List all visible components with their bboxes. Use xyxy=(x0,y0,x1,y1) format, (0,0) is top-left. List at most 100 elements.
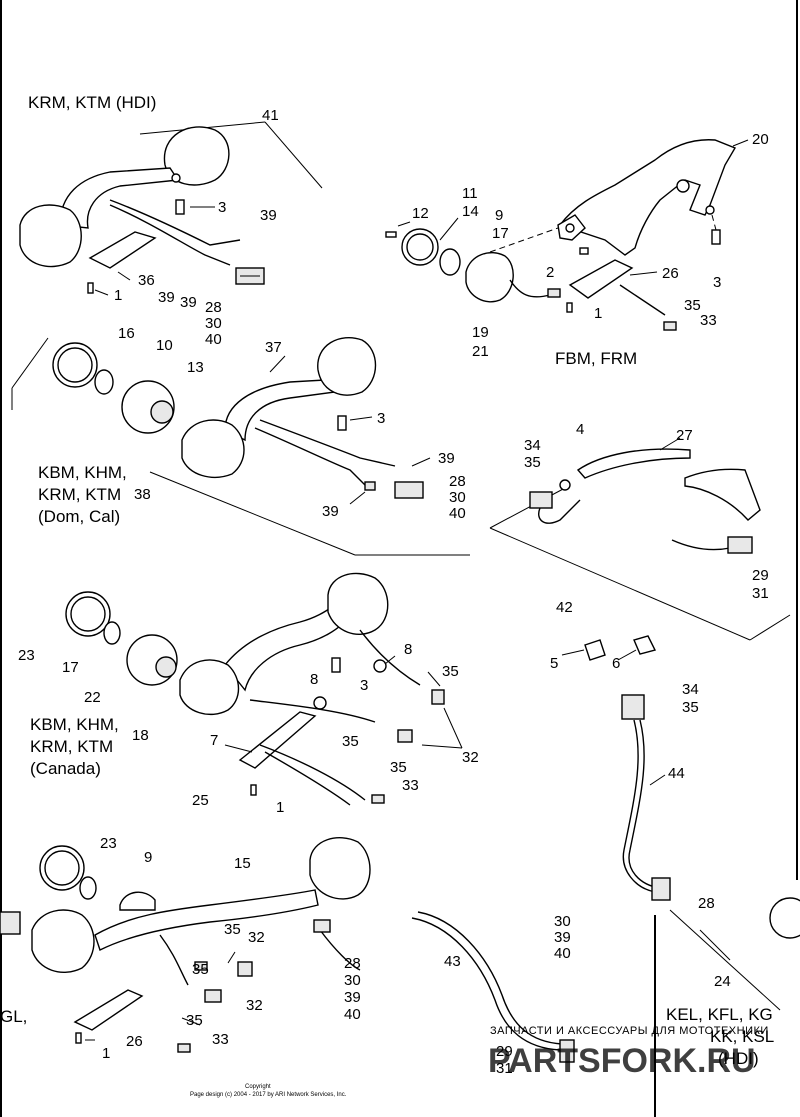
callout-28: 28 xyxy=(449,473,466,490)
group-top-right xyxy=(385,139,749,331)
callout-35: 35 xyxy=(390,759,407,776)
callout-19: 19 xyxy=(472,324,489,341)
callout-1: 1 xyxy=(276,799,284,816)
callout-27: 27 xyxy=(676,427,693,444)
callout-12: 12 xyxy=(412,205,429,222)
callout-33: 33 xyxy=(700,312,717,329)
callout-39: 39 xyxy=(438,450,455,467)
callout-23: 23 xyxy=(100,835,117,852)
callout-33: 33 xyxy=(212,1031,229,1048)
callout-3: 3 xyxy=(713,274,721,291)
callout-40: 40 xyxy=(449,505,466,522)
callout-30: 30 xyxy=(449,489,466,506)
model-label: GL, xyxy=(0,1007,27,1026)
callout-8: 8 xyxy=(310,671,318,688)
callout-17: 17 xyxy=(62,659,79,676)
callout-26: 26 xyxy=(126,1033,143,1050)
callout-1: 1 xyxy=(114,287,122,304)
callout-30: 30 xyxy=(205,315,222,332)
callout-22: 22 xyxy=(84,689,101,706)
callout-39: 39 xyxy=(344,989,361,1006)
callout-35: 35 xyxy=(186,1012,203,1029)
group-mid-right xyxy=(489,437,791,661)
callout-41: 41 xyxy=(262,107,279,124)
callout-35: 35 xyxy=(682,699,699,716)
model-label: (Canada) xyxy=(30,759,101,778)
callout-32: 32 xyxy=(248,929,265,946)
callout-40: 40 xyxy=(554,945,571,962)
callout-17: 17 xyxy=(492,225,509,242)
model-label: KEL, KFL, KG xyxy=(666,1005,773,1024)
callout-42: 42 xyxy=(556,599,573,616)
callout-29: 29 xyxy=(496,1043,513,1060)
callout-15: 15 xyxy=(234,855,251,872)
model-label: KRM, KTM xyxy=(38,485,121,504)
model-label: KK, KSL xyxy=(710,1027,774,1046)
group-harness-44 xyxy=(621,694,671,901)
callout-39: 39 xyxy=(180,294,197,311)
copyright-line: Copyright xyxy=(245,1084,271,1090)
model-label: KBM, KHM, xyxy=(30,715,119,734)
callout-38: 38 xyxy=(134,486,151,503)
watermark-logo: PARTSFORK.RU xyxy=(488,1042,756,1080)
callout-35: 35 xyxy=(524,454,541,471)
callout-39: 39 xyxy=(322,503,339,520)
callout-30: 30 xyxy=(554,913,571,930)
group-bottom xyxy=(0,837,800,1063)
callout-35: 35 xyxy=(192,961,209,978)
callout-32: 32 xyxy=(462,749,479,766)
callout-28: 28 xyxy=(698,895,715,912)
callout-9: 9 xyxy=(495,207,503,224)
callout-2: 2 xyxy=(546,264,554,281)
callout-33: 33 xyxy=(402,777,419,794)
callout-31: 31 xyxy=(496,1060,513,1077)
callout-10: 10 xyxy=(156,337,173,354)
callout-28: 28 xyxy=(344,955,361,972)
callout-3: 3 xyxy=(377,410,385,427)
callout-3: 3 xyxy=(218,199,226,216)
callout-35: 35 xyxy=(224,921,241,938)
callout-25: 25 xyxy=(192,792,209,809)
callout-29: 29 xyxy=(752,567,769,584)
callout-36: 36 xyxy=(138,272,155,289)
model-label: (Dom, Cal) xyxy=(38,507,120,526)
callout-35: 35 xyxy=(684,297,701,314)
model-label: KRM, KTM xyxy=(30,737,113,756)
callout-4: 4 xyxy=(576,421,584,438)
callout-1: 1 xyxy=(102,1045,110,1062)
callout-13: 13 xyxy=(187,359,204,376)
callout-14: 14 xyxy=(462,203,479,220)
callout-31: 31 xyxy=(752,585,769,602)
callout-40: 40 xyxy=(344,1006,361,1023)
callout-23: 23 xyxy=(18,647,35,664)
callout-32: 32 xyxy=(246,997,263,1014)
watermark-text: ЗАПЧАСТИ И АКСЕССУАРЫ ДЛЯ МОТОТЕХНИКИ xyxy=(490,1025,769,1037)
callout-28: 28 xyxy=(205,299,222,316)
callout-39: 39 xyxy=(260,207,277,224)
callout-7: 7 xyxy=(210,732,218,749)
callout-3: 3 xyxy=(360,677,368,694)
callout-21: 21 xyxy=(472,343,489,360)
callout-39: 39 xyxy=(554,929,571,946)
callout-35: 35 xyxy=(342,733,359,750)
callout-26: 26 xyxy=(662,265,679,282)
callout-5: 5 xyxy=(550,655,558,672)
callout-8: 8 xyxy=(404,641,412,658)
callout-37: 37 xyxy=(265,339,282,356)
callout-numbers: 41 3 39 36 1 39 39 28 30 40 20 11 14 12 … xyxy=(0,107,774,1077)
model-label: KRM, KTM (HDI) xyxy=(28,93,156,112)
copyright-line: Page design (c) 2004 - 2017 by ARI Netwo… xyxy=(190,1092,347,1098)
callout-43: 43 xyxy=(444,953,461,970)
callout-20: 20 xyxy=(752,131,769,148)
callout-24: 24 xyxy=(714,973,731,990)
callout-40: 40 xyxy=(205,331,222,348)
callout-34: 34 xyxy=(524,437,541,454)
callout-9: 9 xyxy=(144,849,152,866)
callout-35: 35 xyxy=(442,663,459,680)
callout-30: 30 xyxy=(344,972,361,989)
callout-16: 16 xyxy=(118,325,135,342)
callout-18: 18 xyxy=(132,727,149,744)
group-top-left: KRM, KTM (HDI) xyxy=(19,93,323,296)
callout-11: 11 xyxy=(462,185,478,202)
